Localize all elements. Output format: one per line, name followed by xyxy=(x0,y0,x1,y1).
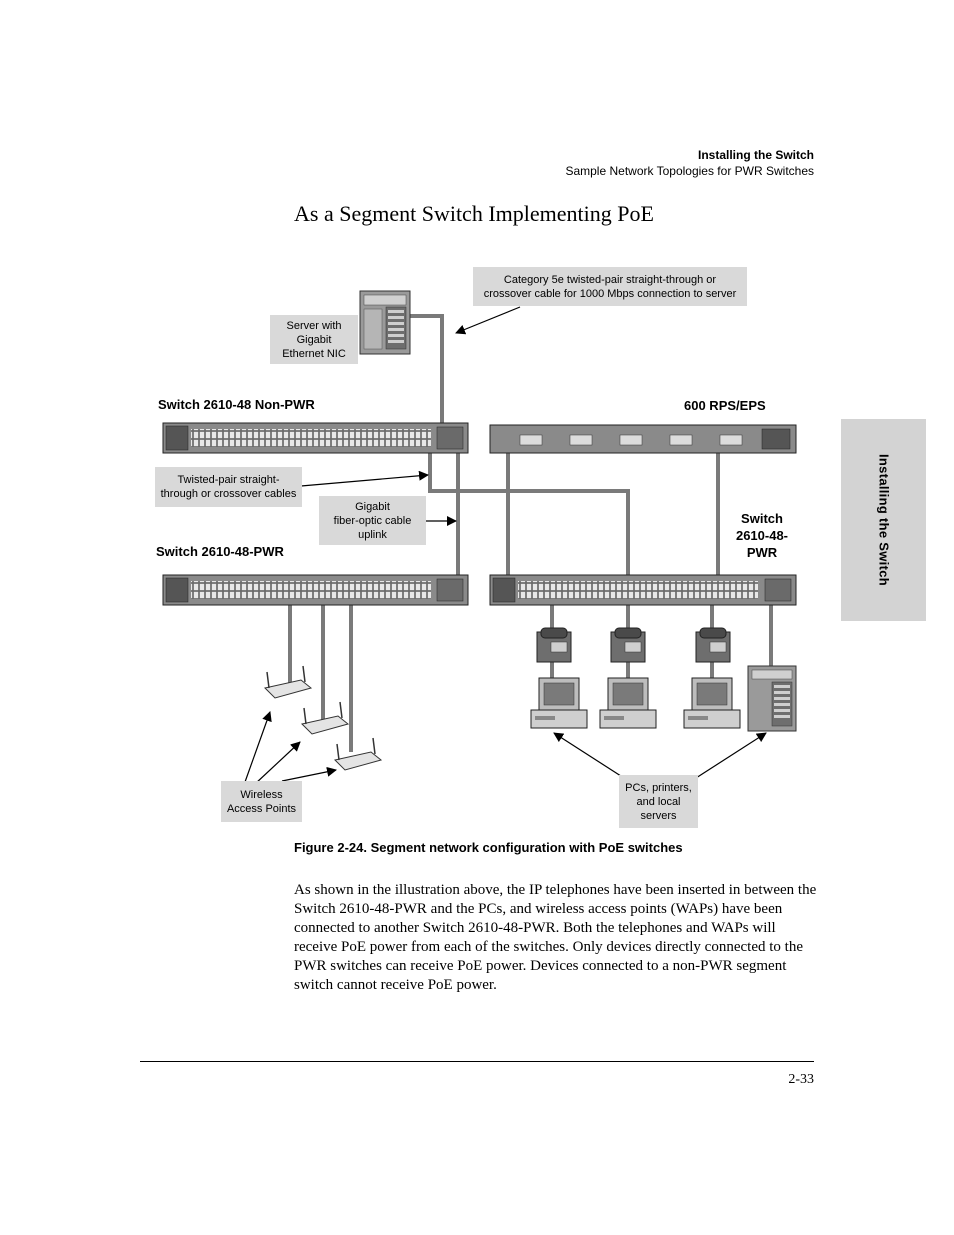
arrow-wap-2 xyxy=(254,741,301,785)
cables xyxy=(288,314,773,752)
arrow-cat5e-cable xyxy=(455,306,521,335)
arrow-pcs-right xyxy=(695,732,767,779)
wireless-ap-icon xyxy=(301,701,350,735)
callout-server-nic: Server with Gigabit Ethernet NIC xyxy=(270,315,358,364)
callout-wireless-aps: Wireless Access Points xyxy=(221,781,302,822)
arrow-twisted-pair xyxy=(300,470,429,487)
label-switch-pwr-left: Switch 2610-48-PWR xyxy=(156,544,284,559)
arrow-pcs-left xyxy=(553,732,625,779)
section-title: As a Segment Switch Implementing PoE xyxy=(294,201,654,226)
switch-2610-48-pwr-right xyxy=(489,574,797,606)
label-switch-pwr-right: Switch 2610-48- PWR xyxy=(735,511,789,560)
running-header-chapter: Installing the Switch xyxy=(697,148,814,162)
callout-fiber-uplink: Gigabit fiber-optic cable uplink xyxy=(319,496,426,545)
server-tower xyxy=(359,290,411,355)
switch-2610-48-pwr-left xyxy=(162,574,469,606)
callout-pcs-printers: PCs, printers, and local servers xyxy=(619,775,698,828)
label-switch-non-pwr: Switch 2610-48 Non-PWR xyxy=(158,397,315,412)
body-paragraph: As shown in the illustration above, the … xyxy=(294,882,817,993)
footer-divider xyxy=(140,1061,814,1062)
pc-icon xyxy=(599,677,657,729)
ip-phone-icon xyxy=(536,627,572,663)
arrow-wap-1 xyxy=(244,711,272,783)
cable-non-pwr-to-pwr-right xyxy=(428,442,630,588)
callout-twisted-pair: Twisted-pair straight- through or crosso… xyxy=(155,467,302,507)
callout-cat5e-cable: Category 5e twisted-pair straight-throug… xyxy=(473,267,747,306)
wireless-ap-icon xyxy=(264,665,313,699)
chapter-side-tab: Installing the Switch xyxy=(841,419,926,621)
arrow-wap-3 xyxy=(281,766,337,782)
ip-phone-icon xyxy=(610,627,646,663)
rps-eps-600 xyxy=(489,424,797,454)
pc-icon xyxy=(683,677,741,729)
callout-arrows xyxy=(244,306,767,785)
local-server-icon xyxy=(747,665,797,732)
figure-caption: Figure 2-24. Segment network configurati… xyxy=(294,840,683,855)
running-header-section: Sample Network Topologies for PWR Switch… xyxy=(565,164,814,178)
ip-phone-icon xyxy=(695,627,731,663)
pc-icon xyxy=(530,677,588,729)
label-rps-eps: 600 RPS/EPS xyxy=(684,398,766,413)
switch-2610-48-non-pwr xyxy=(162,422,469,454)
page-number: 2-33 xyxy=(788,1072,814,1087)
wireless-ap-icon xyxy=(334,737,383,771)
